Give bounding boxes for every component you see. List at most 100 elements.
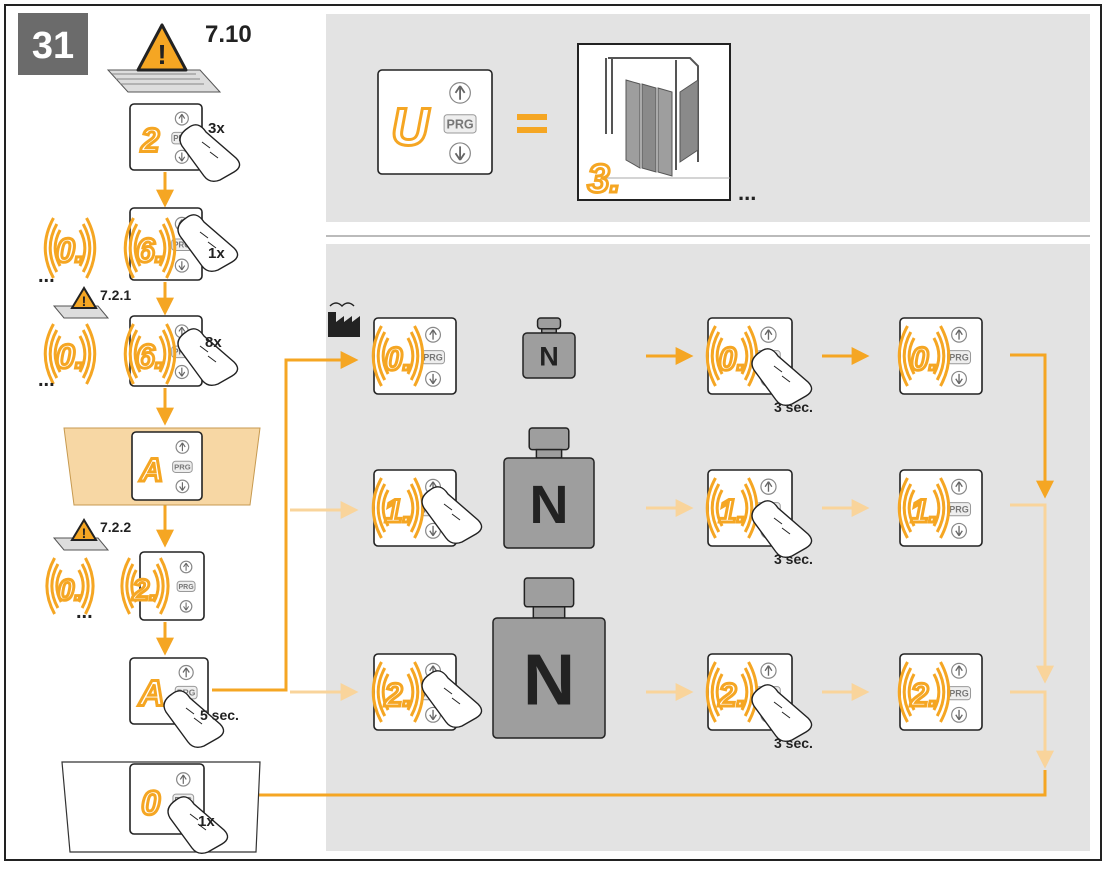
row1-display: 1. bbox=[385, 493, 412, 529]
step5-ellipsis: ... bbox=[76, 601, 93, 623]
blink-waves bbox=[123, 217, 177, 279]
blink-waves bbox=[705, 325, 759, 387]
factory-icon bbox=[328, 302, 360, 337]
weight-icon: N bbox=[503, 427, 595, 549]
prg-label: PRG bbox=[447, 117, 474, 131]
step5-range-end: 2. bbox=[131, 574, 157, 607]
weight-label: N bbox=[523, 640, 575, 720]
weight-icon: N bbox=[492, 577, 606, 739]
config-number: 3. bbox=[587, 157, 620, 201]
manual-ref-b: 7.2.2 bbox=[100, 519, 131, 535]
panel-display: 0 bbox=[141, 784, 160, 822]
row2-display: 2. bbox=[384, 677, 412, 713]
svg-text:!: ! bbox=[157, 39, 166, 70]
hand-press-icon bbox=[421, 486, 483, 545]
row1-hold-display: 1. bbox=[719, 493, 746, 529]
step6-hold-time: 5 sec. bbox=[200, 707, 239, 723]
blink-waves bbox=[897, 325, 951, 387]
prg-label: PRG bbox=[423, 353, 443, 363]
row0-result: 0. bbox=[911, 341, 938, 377]
weights-group: N N N bbox=[492, 317, 606, 739]
figure-badge: 31 bbox=[18, 13, 88, 75]
return-arrow bbox=[216, 770, 1047, 804]
hand-press-icon bbox=[167, 796, 229, 855]
warning-mark: ! bbox=[82, 293, 87, 309]
prg-label: PRG bbox=[173, 241, 190, 250]
top-display-panel: PRG U bbox=[377, 69, 493, 175]
prg-button[interactable] bbox=[176, 580, 196, 592]
row1-result: 1. bbox=[911, 493, 938, 529]
row1-hold-time: 3 sec. bbox=[774, 551, 813, 567]
hand-press-icon bbox=[177, 214, 239, 273]
hand-press-icon bbox=[177, 328, 239, 387]
config-number-display: 3. bbox=[586, 156, 622, 203]
prg-label: PRG bbox=[178, 584, 194, 591]
blink-waves bbox=[120, 557, 170, 615]
weight-label: N bbox=[539, 341, 559, 371]
prg-label: PRG bbox=[949, 505, 969, 515]
generated-content: PRG23xPRG1x0.6....!7.2.1PRG8x0.6....PRGA… bbox=[38, 69, 983, 855]
door-icon bbox=[577, 43, 731, 201]
figure-number: 31 bbox=[32, 25, 74, 67]
step3-press-count: 8x bbox=[205, 334, 222, 351]
panel-display: 2 bbox=[140, 123, 160, 160]
row1-result-panel: PRG bbox=[899, 469, 983, 547]
hand-press-icon bbox=[421, 670, 483, 729]
right-connector-row0 bbox=[1010, 353, 1054, 499]
warning-manual-icon: ! bbox=[106, 23, 222, 93]
weight-icon: N bbox=[522, 317, 576, 379]
blink-waves bbox=[371, 661, 425, 723]
prg-label: PRG bbox=[174, 463, 191, 472]
hand-press-icon bbox=[179, 124, 241, 183]
step7-press-count: 1x bbox=[198, 813, 215, 830]
hand-press-icon bbox=[163, 690, 225, 749]
prg-label: PRG bbox=[949, 689, 969, 699]
step5-panel: PRG bbox=[139, 551, 205, 621]
prg-button[interactable] bbox=[443, 114, 477, 134]
warning-manual-icon: ! bbox=[52, 286, 110, 319]
step5-range-start: 0. bbox=[57, 574, 82, 607]
panel-display: U bbox=[391, 99, 430, 157]
warning-mark: ! bbox=[82, 525, 87, 541]
blink-waves bbox=[43, 217, 97, 279]
right-connector-row1 bbox=[1010, 503, 1054, 684]
blink-waves bbox=[897, 477, 951, 539]
blink-waves bbox=[43, 323, 97, 385]
panel-display: A bbox=[139, 452, 163, 488]
row2-hold-time: 3 sec. bbox=[774, 735, 813, 751]
connector-to-row0 bbox=[212, 351, 359, 692]
blink-waves bbox=[45, 557, 95, 615]
manual-ref-main: 7.10 bbox=[205, 21, 252, 48]
blink-waves bbox=[897, 661, 951, 723]
row0-result-panel: PRG bbox=[899, 317, 983, 395]
step4-panel: PRG A bbox=[131, 431, 203, 501]
hand-press-icon bbox=[751, 348, 813, 407]
row2-hold-display: 2. bbox=[718, 677, 746, 713]
blink-waves bbox=[371, 477, 425, 539]
prg-label: PRG bbox=[949, 353, 969, 363]
equals-sign bbox=[517, 114, 547, 133]
blink-waves bbox=[123, 323, 177, 385]
step2-ellipsis: ... bbox=[38, 265, 55, 287]
step2-press-count: 1x bbox=[208, 245, 225, 262]
step2-range-end: 6. bbox=[136, 232, 164, 270]
blink-waves bbox=[705, 477, 759, 539]
manual-ref-a: 7.2.1 bbox=[100, 287, 131, 303]
panel-display: A bbox=[138, 674, 165, 714]
right-connector-row2 bbox=[1010, 690, 1054, 769]
row0-hold-display: 0. bbox=[719, 341, 746, 377]
warning-manual-icon: ! bbox=[52, 518, 110, 551]
row0-hold-time: 3 sec. bbox=[774, 399, 813, 415]
hand-press-icon bbox=[751, 500, 813, 559]
step3-range-end: 6. bbox=[136, 338, 164, 376]
blink-waves bbox=[371, 325, 425, 387]
top-ellipsis: ... bbox=[738, 180, 756, 205]
step2-range-start: 0. bbox=[56, 232, 84, 270]
step3-ellipsis: ... bbox=[38, 369, 55, 391]
hand-press-icon bbox=[751, 684, 813, 743]
row0-display: 0. bbox=[385, 341, 412, 377]
step3-range-start: 0. bbox=[56, 338, 84, 376]
prg-button[interactable] bbox=[172, 460, 193, 473]
